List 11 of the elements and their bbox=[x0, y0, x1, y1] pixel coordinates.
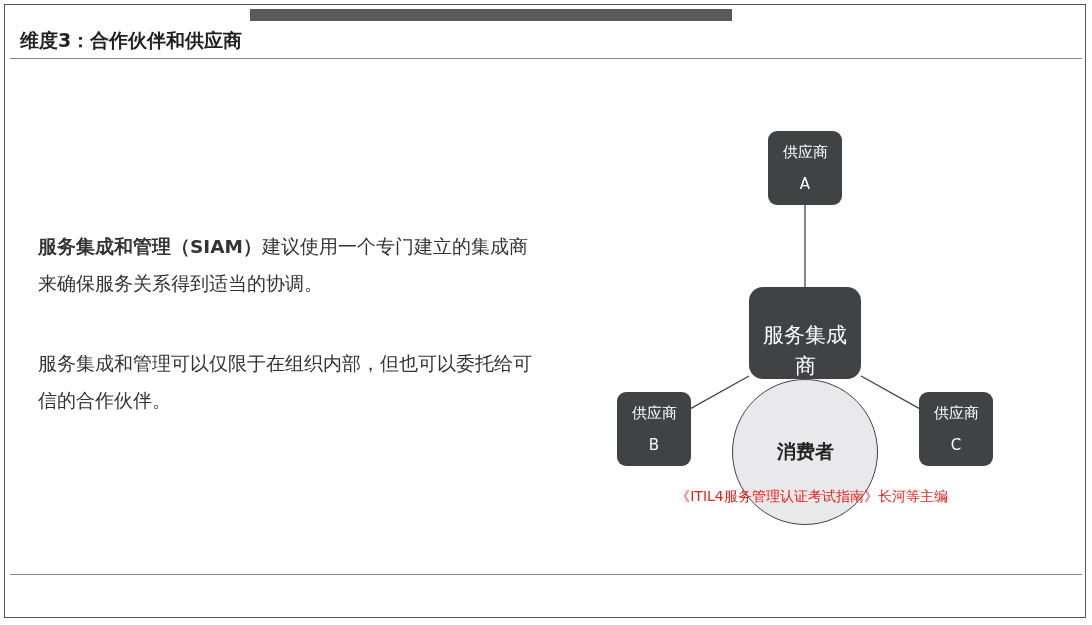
connector-line bbox=[690, 375, 750, 409]
integrator-box: 服务集成商 bbox=[749, 287, 861, 379]
supplier-box: 供应商 C bbox=[919, 392, 993, 466]
connector-line bbox=[860, 375, 920, 409]
paragraph: 服务集成和管理可以仅限于在组织内部，但也可以委托给可信的合作伙伴。 bbox=[38, 352, 533, 413]
title: 维度3：合作伙伴和供应商 bbox=[20, 28, 243, 53]
connector-line bbox=[804, 204, 806, 288]
paragraph: 服务集成和管理（SIAM）建议使用一个专门建立的集成商来确保服务关系得到适当的协调。 bbox=[38, 235, 529, 296]
supplier-box: 供应商 A bbox=[768, 131, 842, 205]
source-note: 《ITIL4服务管理认证考试指南》长河等主编 bbox=[675, 488, 949, 506]
supplier-box: 供应商 B bbox=[617, 392, 691, 466]
